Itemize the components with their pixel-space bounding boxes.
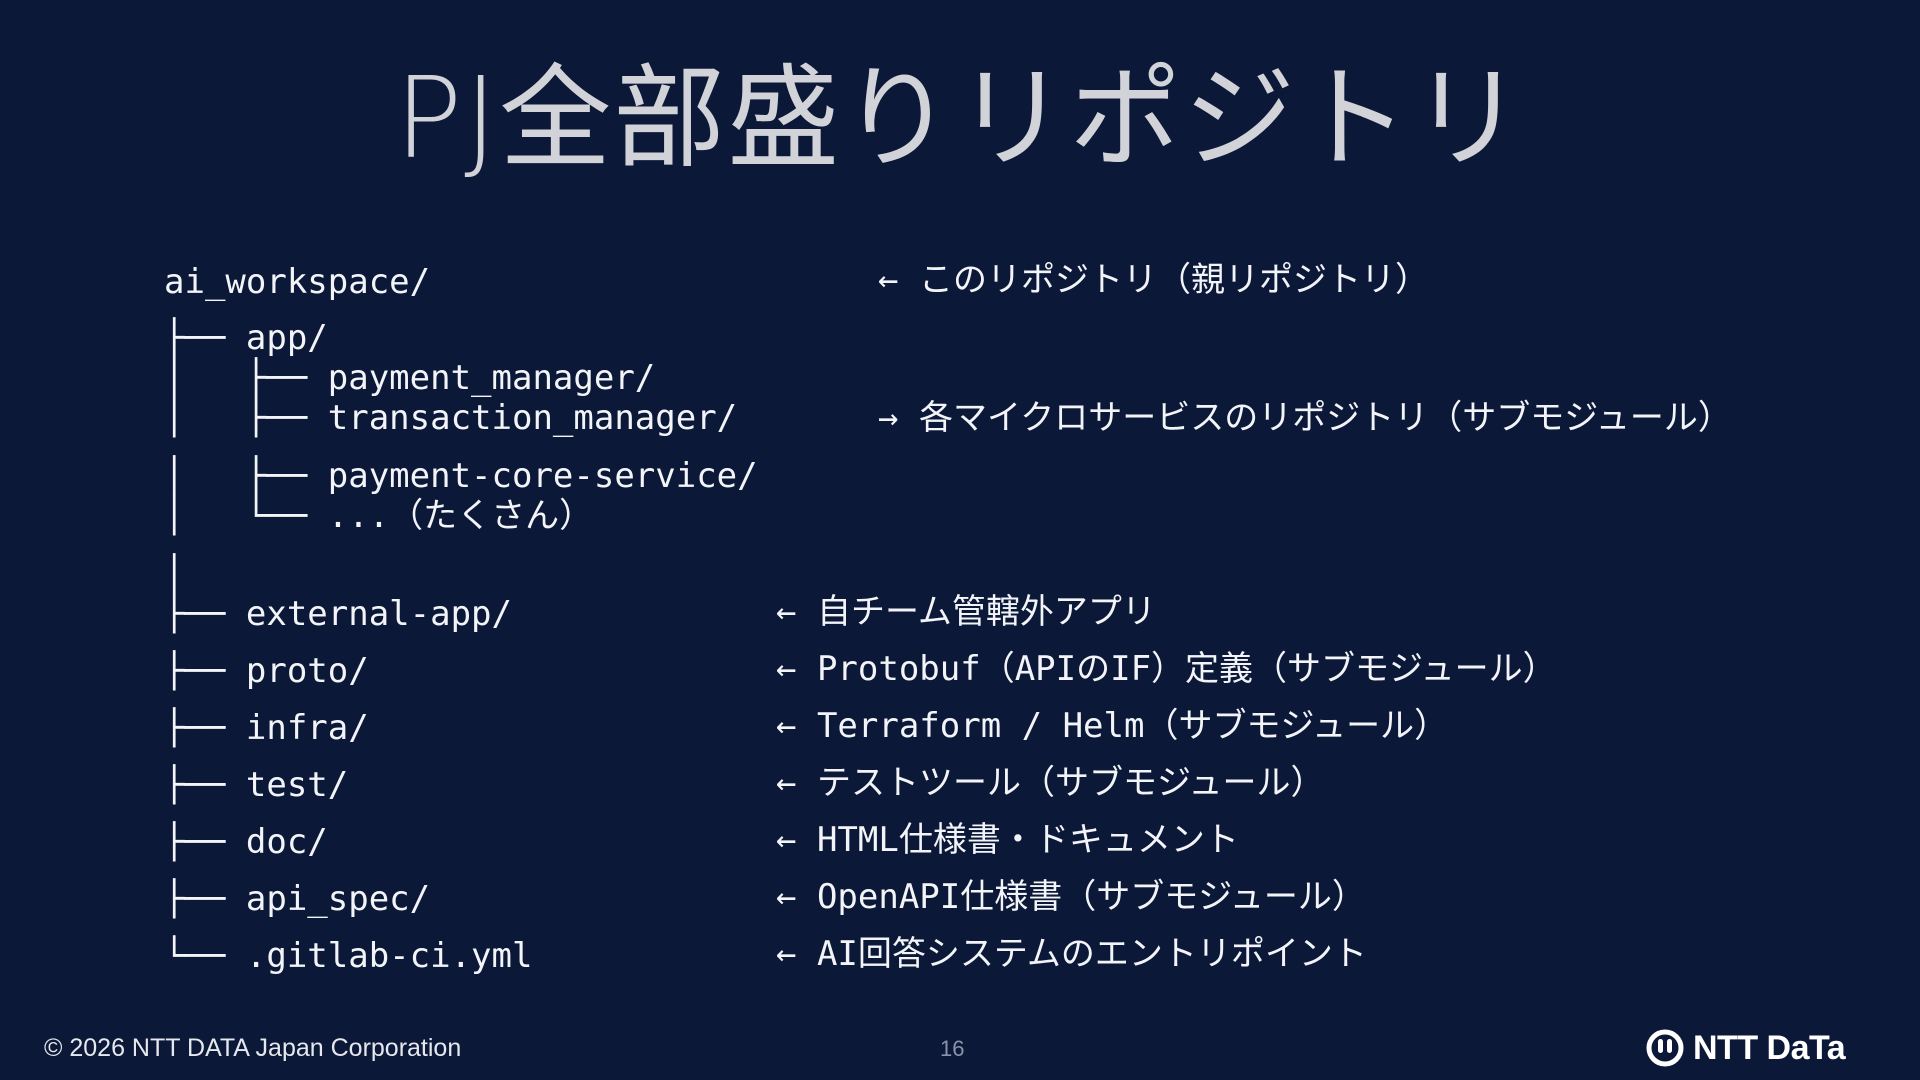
tree-test-comment: ← テストツール（サブモジュール） bbox=[776, 763, 1325, 803]
tree-api-spec-comment: ← OpenAPI仕様書（サブモジュール） bbox=[776, 877, 1366, 917]
tree-item-payment-manager: │ ├── payment_manager/ bbox=[164, 358, 656, 398]
tree-item-test: ├── test/ bbox=[164, 765, 349, 805]
tree-item-app: ├── app/ bbox=[164, 318, 328, 358]
logo-text: NTT DaTa bbox=[1693, 1028, 1846, 1067]
tree-item-gitlab-ci: └── .gitlab-ci.yml bbox=[164, 936, 533, 976]
footer-copyright: © 2026 NTT DATA Japan Corporation bbox=[44, 1034, 462, 1062]
tree-gitlab-ci-comment: ← AI回答システムのエントリポイント bbox=[776, 934, 1367, 974]
tree-item-doc: ├── doc/ bbox=[164, 822, 328, 862]
tree-microservices-comment: → 各マイクロサービスのリポジトリ（サブモジュール） bbox=[878, 398, 1732, 438]
tree-item-many: │ └── ...（たくさん） bbox=[164, 496, 594, 536]
tree-item-proto: ├── proto/ bbox=[164, 651, 369, 691]
tree-item-external-app: ├── external-app/ bbox=[164, 594, 512, 634]
tree-external-app-comment: ← 自チーム管轄外アプリ bbox=[776, 592, 1156, 632]
slide-title: PJ全部盛りリポジトリ bbox=[394, 54, 1526, 184]
tree-spacer: │ bbox=[164, 554, 185, 594]
tree-item-payment-core-service: │ ├── payment-core-service/ bbox=[164, 456, 758, 496]
tree-infra-comment: ← Terraform / Helm（サブモジュール） bbox=[776, 706, 1449, 746]
tree-item-transaction-manager: │ ├── transaction_manager/ bbox=[164, 398, 738, 438]
ntt-data-loop-icon bbox=[1646, 1029, 1684, 1067]
tree-item-infra: ├── infra/ bbox=[164, 708, 369, 748]
tree-item-api-spec: ├── api_spec/ bbox=[164, 879, 431, 919]
page-number: 16 bbox=[940, 1036, 965, 1061]
tree-proto-comment: ← Protobuf（APIのIF）定義（サブモジュール） bbox=[776, 649, 1557, 689]
tree-root: ai_workspace/ bbox=[164, 262, 431, 302]
tree-doc-comment: ← HTML仕様書・ドキュメント bbox=[776, 820, 1239, 860]
tree-root-comment: ← このリポジトリ（親リポジトリ） bbox=[878, 260, 1429, 300]
ntt-data-logo: NTT DaTa bbox=[1645, 1025, 1846, 1071]
